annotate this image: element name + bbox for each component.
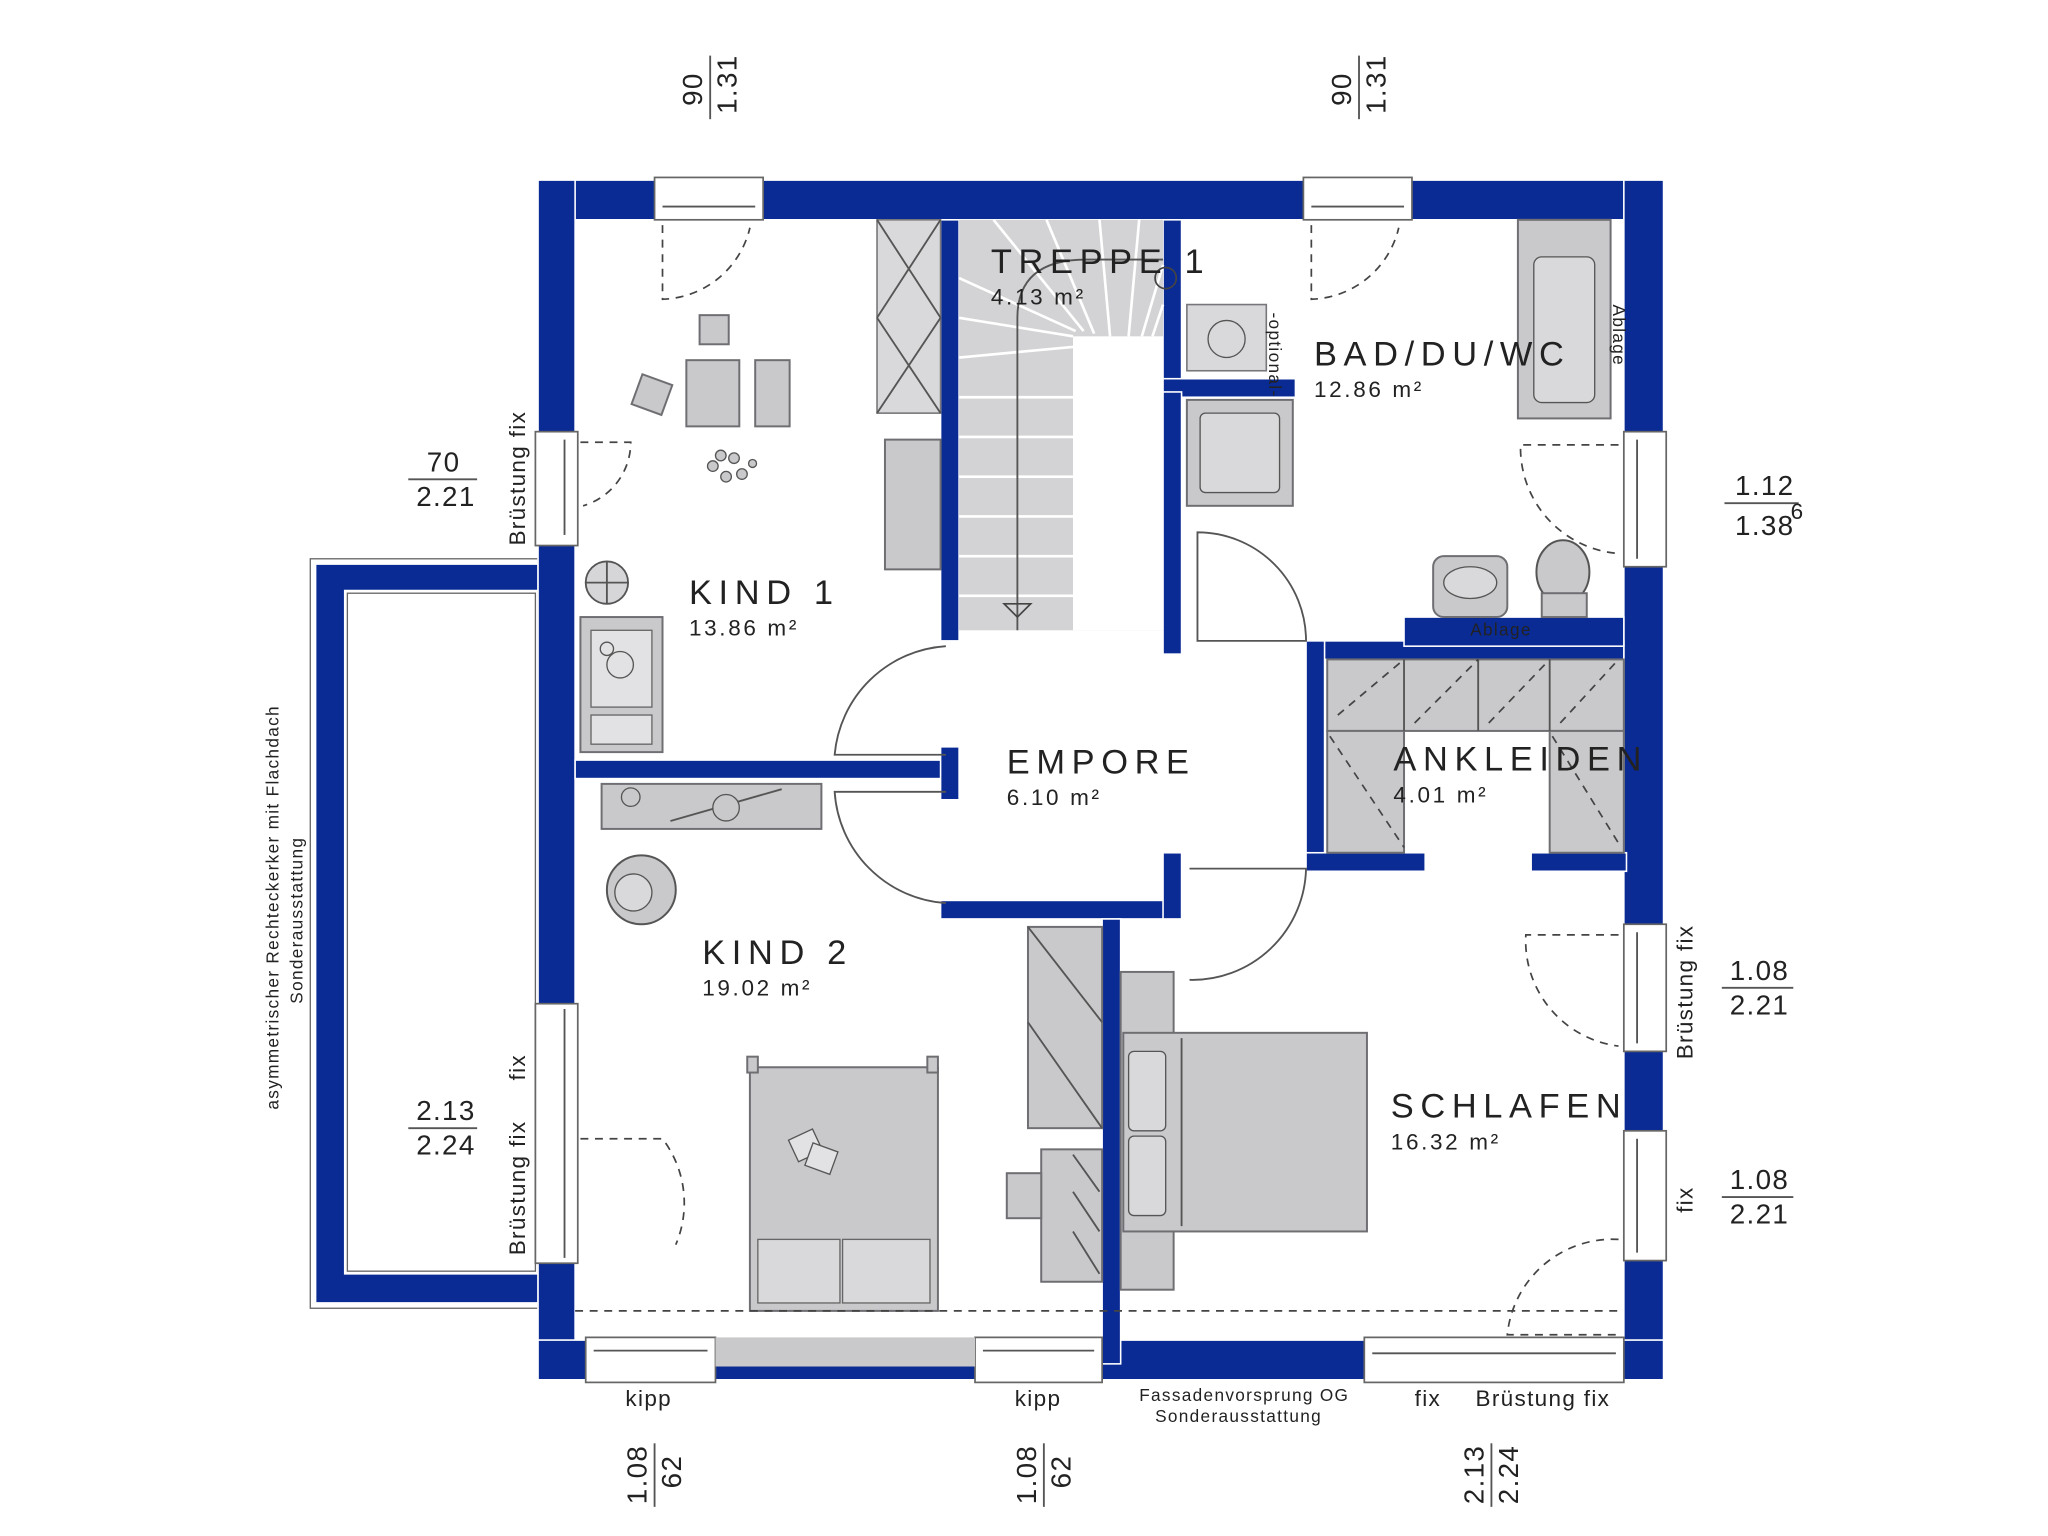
window-right-bad	[1622, 430, 1668, 568]
annotation-labels: -optional- Ablage Ablage Brüstung fix fi…	[263, 305, 1698, 1427]
window-right-schlafen-1	[1622, 923, 1668, 1053]
dim-left-upper-b: 2.21	[416, 481, 475, 512]
dim-bottom-3-a: 2.13	[1458, 1445, 1489, 1504]
kind1-name: KIND 1	[689, 574, 840, 612]
window-bottom-kind2-2	[974, 1336, 1103, 1384]
schlafen-furniture	[1119, 970, 1368, 1291]
dim-right-low-a: 1.08	[1730, 1164, 1789, 1195]
dim-bottom-3-b: 2.24	[1493, 1445, 1524, 1504]
bruestung-right: Brüstung fix	[1673, 925, 1698, 1060]
windows	[534, 176, 1668, 1384]
empore-name: EMPORE	[1007, 743, 1196, 781]
empore-area: 6.10 m²	[1007, 785, 1102, 810]
kind1-furniture	[579, 219, 942, 754]
kind2-area: 19.02 m²	[702, 976, 812, 1001]
window-left-kind1	[534, 430, 579, 547]
kind2-name: KIND 2	[702, 934, 853, 972]
ankleiden-shelving	[1326, 658, 1625, 854]
kind2-furniture	[600, 782, 1104, 1312]
fix-left-lower: fix	[505, 1054, 530, 1080]
ankleiden-area: 4.01 m²	[1393, 782, 1488, 807]
dim-bottom-1-a: 1.08	[622, 1445, 653, 1504]
treppe-name: TREPPE 1	[991, 243, 1210, 281]
window-bottom-kind2-1	[584, 1336, 717, 1384]
kind1-area: 13.86 m²	[689, 616, 799, 641]
fassade-sonder-label: Sonderausstattung	[1155, 1406, 1322, 1426]
dim-right-low-b: 2.21	[1730, 1199, 1789, 1230]
dim-right-mid-b: 2.21	[1730, 989, 1789, 1020]
dim-right-upper-sup: 6	[1791, 499, 1805, 524]
bruestung-left-lower: Brüstung fix	[505, 1121, 530, 1256]
bad-furniture	[1185, 218, 1612, 619]
staircase	[958, 218, 1178, 631]
dim-bottom-1-b: 62	[656, 1455, 687, 1489]
dim-top-left-a: 90	[677, 72, 708, 106]
room-labels: KIND 1 13.86 m² TREPPE 1 4.13 m² BAD/DU/…	[689, 243, 1648, 1155]
kipp-1: kipp	[625, 1386, 672, 1411]
bay-window-erker	[309, 558, 539, 1309]
dim-left-lower-a: 2.13	[416, 1095, 475, 1126]
window-left-kind2	[534, 1002, 579, 1265]
treppe-area: 4.13 m²	[991, 285, 1086, 310]
ankleiden-name: ANKLEIDEN	[1393, 741, 1648, 779]
dim-top-right-b: 1.31	[1360, 54, 1391, 113]
optional-label: -optional-	[1265, 312, 1285, 397]
fix-bottom: fix	[1415, 1386, 1441, 1411]
bruestung-bottom: Brüstung fix	[1476, 1386, 1611, 1411]
erker-label: asymmetrischer Rechteckerker mit Flachda…	[263, 705, 283, 1110]
dim-left-upper-a: 70	[427, 446, 461, 477]
dim-bottom-2-b: 62	[1045, 1455, 1076, 1489]
ablage-label-bath: Ablage	[1470, 620, 1532, 640]
dim-right-upper-b: 1.38	[1735, 510, 1794, 541]
schlafen-area: 16.32 m²	[1391, 1129, 1501, 1154]
kipp-2: kipp	[1015, 1386, 1062, 1411]
dim-right-mid-a: 1.08	[1730, 955, 1789, 986]
bruestung-left-upper: Brüstung fix	[505, 411, 530, 546]
bad-name: BAD/DU/WC	[1314, 335, 1570, 373]
dim-top-left-b: 1.31	[712, 54, 743, 113]
schlafen-name: SCHLAFEN	[1391, 1088, 1628, 1126]
dim-right-upper-a: 1.12	[1735, 470, 1794, 501]
ablage-label-tub: Ablage	[1609, 305, 1629, 367]
bad-area: 12.86 m²	[1314, 377, 1424, 402]
window-bottom-schlafen	[1363, 1336, 1625, 1384]
dim-bottom-2-a: 1.08	[1011, 1445, 1042, 1504]
erker-sonder-label: Sonderausstattung	[286, 837, 306, 1004]
door-swings	[580, 225, 1619, 1336]
dimension-annotations: 90 1.31 90 1.31 70 2.21 2.13 2.24 1.12 1…	[408, 54, 1805, 1507]
dim-left-lower-b: 2.24	[416, 1130, 475, 1161]
window-right-schlafen-2	[1622, 1129, 1668, 1262]
window-top-bad	[1302, 176, 1413, 221]
dim-top-right-a: 90	[1326, 72, 1357, 106]
fassade-label: Fassadenvorsprung OG	[1139, 1385, 1349, 1405]
fix-right: fix	[1673, 1186, 1698, 1212]
window-top-kind1	[653, 176, 765, 221]
